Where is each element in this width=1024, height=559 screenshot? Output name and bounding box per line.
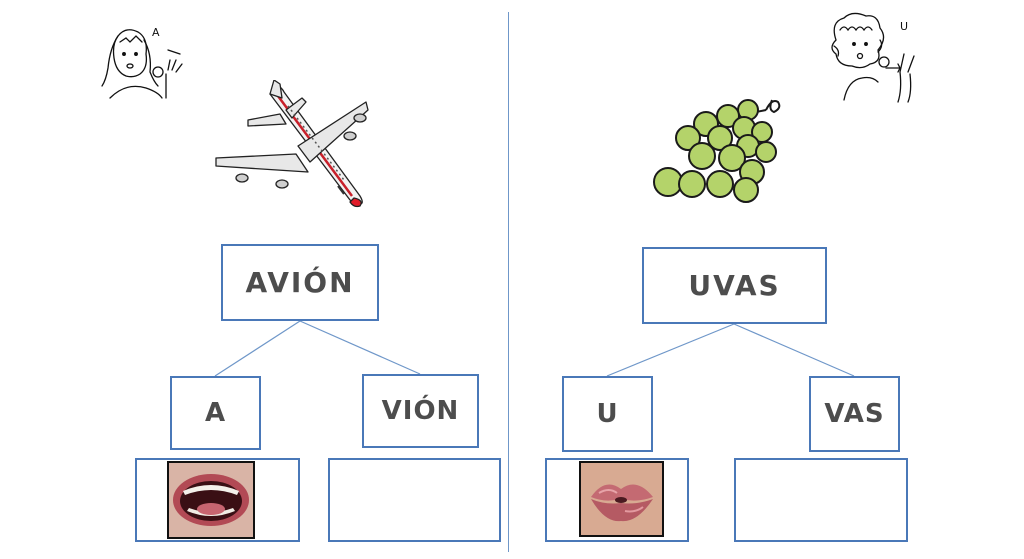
word-box-avion: AVIÓN [221,244,379,321]
grapes-icon [653,99,781,203]
answer-box-2[interactable] [734,458,908,542]
syllable-box-2: VIÓN [362,374,479,448]
word-box-uvas: UVAS [642,247,827,324]
word-label: UVAS [688,269,781,302]
sign-language-a-icon: A [101,26,183,99]
airplane-icon [215,80,369,208]
open-mouth-photo [167,461,255,539]
sign-letter-label: U [900,20,908,33]
syllable-label: VIÓN [381,396,460,426]
syllable-box-2: VAS [809,376,900,452]
answer-box-2[interactable] [328,458,501,542]
syllable-label: VAS [824,399,885,429]
syllable-box-1: U [562,376,653,452]
syllable-box-1: A [170,376,261,450]
center-divider [508,12,509,552]
sign-language-u-icon: U [831,12,915,103]
word-label: AVIÓN [245,266,355,299]
pursed-lips-photo [579,461,664,537]
sign-letter-label: A [152,26,160,39]
syllable-label: U [596,399,619,429]
syllable-label: A [204,398,227,428]
